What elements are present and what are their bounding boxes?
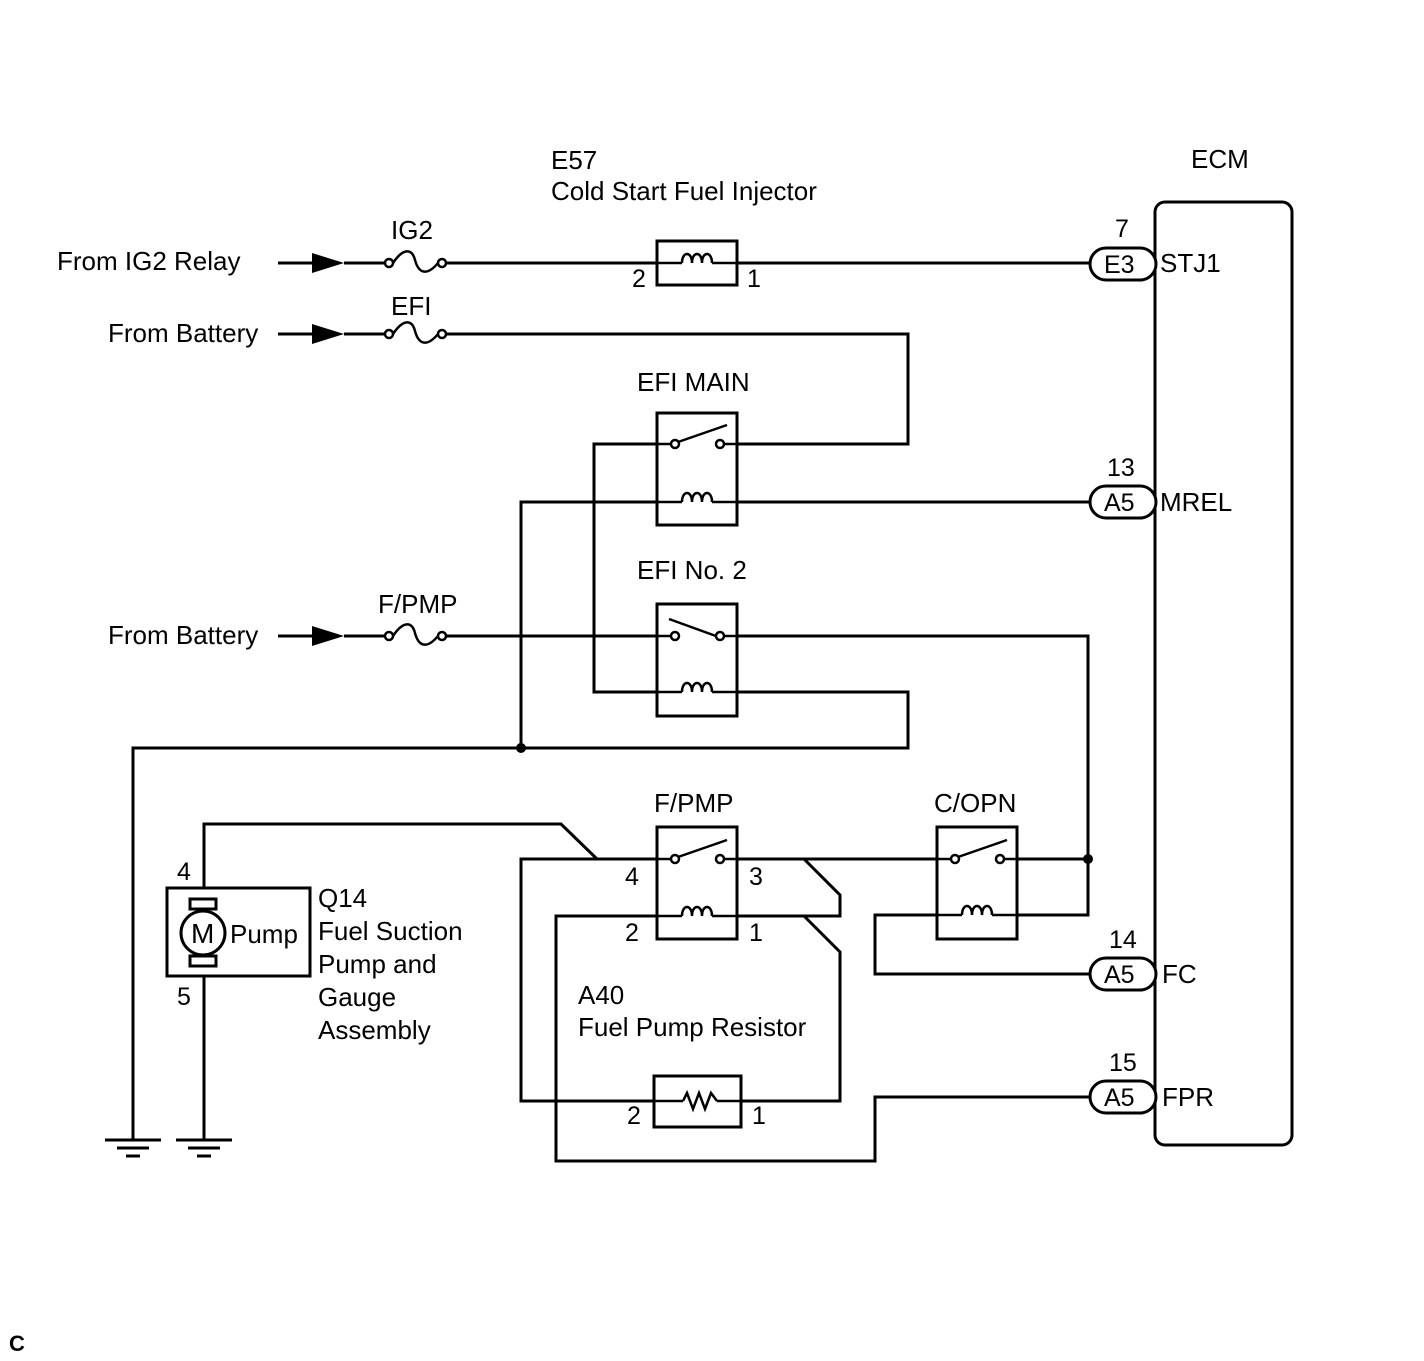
ecm-connector-code: A5 <box>1104 961 1135 989</box>
relay-efi-main <box>655 411 739 527</box>
coil-icon <box>680 905 714 917</box>
switch-icon <box>957 838 1008 859</box>
ecm-box <box>1153 200 1294 1147</box>
relay-pin: 1 <box>749 919 763 947</box>
ecm-connector-code: A5 <box>1104 1084 1135 1112</box>
motor-icon <box>179 909 227 957</box>
fuse-label-efi: EFI <box>391 291 431 321</box>
source-label-battery: From Battery <box>108 318 258 348</box>
relay-efi-no2 <box>655 602 739 718</box>
fuel-pump-resistor <box>652 1074 743 1129</box>
resistor-icon <box>681 1089 718 1113</box>
ecm-connector-code: A5 <box>1104 489 1135 517</box>
pump-name-line: Fuel Suction <box>318 916 463 946</box>
coil-icon <box>960 904 994 916</box>
wire-main-switch-to-no2-coil <box>592 442 657 694</box>
wire-resistor2-loop <box>519 857 654 1103</box>
junction-dot <box>516 743 526 753</box>
arrow-icon <box>312 253 344 273</box>
relay-copn <box>935 825 1019 941</box>
resistor-name: Fuel Pump Resistor <box>578 1012 807 1042</box>
wire-no2-coil-to-ground <box>131 690 910 1140</box>
fuel-pump-assembly <box>165 886 312 978</box>
pump-name-line: Gauge <box>318 982 396 1012</box>
fuse-label-ig2: IG2 <box>391 215 433 245</box>
pump-name-line: Assembly <box>318 1015 431 1045</box>
ecm-signal-name: FC <box>1162 959 1197 989</box>
motor-symbol: M <box>191 918 214 949</box>
wire-no2-switch-out <box>737 634 1090 917</box>
relay-fpmp <box>655 825 739 941</box>
arrow-icon <box>312 626 344 646</box>
cold-start-injector <box>655 239 739 287</box>
ground-icon <box>105 1138 161 1158</box>
ecm-connector-code: E3 <box>1104 251 1135 279</box>
ecm-signal-name: FPR <box>1162 1082 1214 1112</box>
ecm-signal-name: STJ1 <box>1160 248 1221 278</box>
wire-relay3-to-resistor <box>737 857 842 918</box>
junction-dot <box>1083 854 1093 864</box>
coil-icon <box>680 252 714 264</box>
switch-icon <box>677 423 728 444</box>
ecm-connectors <box>1088 246 1158 1115</box>
ecm-pin-number: 14 <box>1109 926 1137 954</box>
source-label-battery: From Battery <box>108 620 258 650</box>
resistor-code: A40 <box>578 980 624 1010</box>
wire-main-coil-to-ground <box>519 500 657 748</box>
pump-label: Pump <box>230 919 298 949</box>
switch-icon <box>668 617 717 638</box>
arrow-icon <box>312 324 344 344</box>
ecm-pin-number: 13 <box>1107 454 1135 482</box>
wire-pump-to-relay <box>202 822 657 887</box>
pump-name-line: Pump and <box>318 949 437 979</box>
injector-pin-right: 1 <box>747 265 761 293</box>
wire-copn-coil-to-fc <box>873 913 1090 976</box>
fuse-efi <box>383 321 448 344</box>
wire-relay1-to-resistor <box>742 914 842 1103</box>
relay-pin: 4 <box>625 863 639 891</box>
fuse-ig2 <box>383 250 448 273</box>
injector-pin-left: 2 <box>632 265 646 293</box>
relay-pin: 2 <box>625 919 639 947</box>
pump-pin-bottom: 5 <box>177 983 191 1011</box>
wire-arrow-to-fuse <box>344 261 387 638</box>
relay-pin: 3 <box>749 863 763 891</box>
ecm-signal-name: MREL <box>1160 487 1232 517</box>
injector-code: E57 <box>551 145 597 175</box>
ecm-pin-number: 15 <box>1109 1049 1137 1077</box>
relay-label-efi-no2: EFI No. 2 <box>637 555 747 585</box>
coil-icon <box>680 491 714 503</box>
ecm-title: ECM <box>1191 144 1249 174</box>
coil-icon <box>680 681 714 693</box>
ground-icon <box>176 1138 232 1158</box>
fuse-label-fpmp: F/PMP <box>378 589 457 619</box>
relay-label-efi-main: EFI MAIN <box>637 367 750 397</box>
corner-mark: C <box>9 1331 25 1356</box>
pump-pin-top: 4 <box>177 858 191 886</box>
ecm-pin-number: 7 <box>1115 215 1129 243</box>
wire-relay2-to-fpr <box>554 914 1090 1163</box>
relay-label-copn: C/OPN <box>934 788 1016 818</box>
source-label-ig2-relay: From IG2 Relay <box>57 246 241 276</box>
relay-label-fpmp: F/PMP <box>654 788 733 818</box>
resistor-pin-right: 1 <box>752 1102 766 1130</box>
pump-code: Q14 <box>318 883 367 913</box>
resistor-pin-left: 2 <box>627 1102 641 1130</box>
fuse-fpmp <box>383 623 448 646</box>
wire-efi-to-main <box>446 332 910 446</box>
wires <box>131 261 1090 1163</box>
switch-icon <box>677 838 728 859</box>
injector-name: Cold Start Fuel Injector <box>551 176 817 206</box>
